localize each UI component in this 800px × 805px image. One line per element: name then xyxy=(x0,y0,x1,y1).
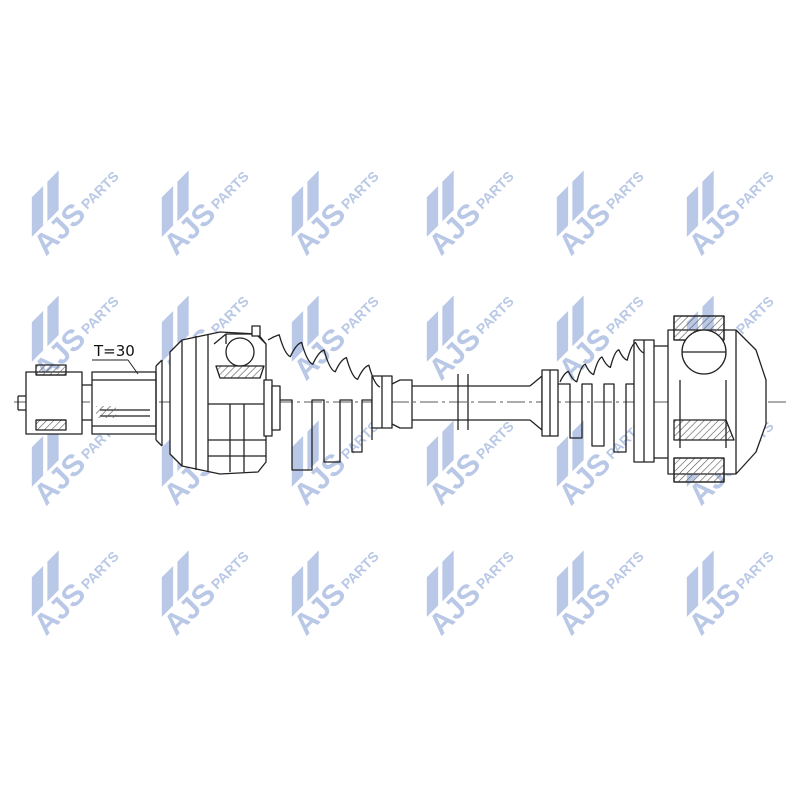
watermark-suffix: PARTS xyxy=(473,548,517,592)
watermark-suffix: PARTS xyxy=(208,548,252,592)
spline-dimension-leader xyxy=(92,359,139,375)
watermark-suffix: PARTS xyxy=(338,293,382,337)
watermark-suffix: PARTS xyxy=(473,418,517,462)
spline-count-label: T=30 xyxy=(93,342,135,360)
inner-tripod-joint xyxy=(667,315,767,483)
watermark-suffix: PARTS xyxy=(78,293,122,337)
drive-shaft-assembly: T=30 xyxy=(14,315,786,483)
watermark-suffix: PARTS xyxy=(603,293,647,337)
main-shaft xyxy=(391,369,559,437)
inner-boot-bellows xyxy=(559,341,645,383)
outer-boot xyxy=(280,375,393,471)
left-stub-end xyxy=(17,364,92,435)
cv-ball xyxy=(225,337,255,367)
watermark-suffix: PARTS xyxy=(208,293,252,337)
watermark-suffix: PARTS xyxy=(473,168,517,212)
outer-cv-joint xyxy=(169,325,281,475)
watermark-suffix: PARTS xyxy=(603,168,647,212)
inner-boot xyxy=(558,339,668,463)
watermark-suffix: PARTS xyxy=(338,548,382,592)
watermark-suffix: PARTS xyxy=(733,168,777,212)
watermark-suffix: PARTS xyxy=(473,293,517,337)
watermark-suffix: PARTS xyxy=(78,548,122,592)
watermark-suffix: PARTS xyxy=(603,548,647,592)
watermark-suffix: PARTS xyxy=(208,168,252,212)
outer-boot-bellows xyxy=(267,334,381,388)
watermark-suffix: PARTS xyxy=(338,168,382,212)
spline-section xyxy=(91,359,163,447)
watermark-suffix: PARTS xyxy=(733,293,777,337)
watermark-suffix: PARTS xyxy=(733,548,777,592)
watermark-suffix: PARTS xyxy=(78,168,122,212)
